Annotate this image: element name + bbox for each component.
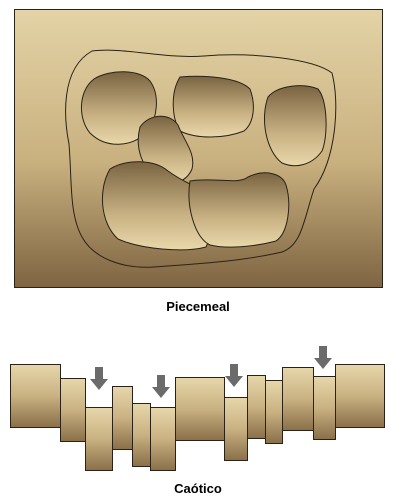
block-6 <box>151 408 176 471</box>
region-top-middle <box>173 76 253 137</box>
down-arrow-icon <box>314 346 332 369</box>
block-12 <box>314 377 336 440</box>
chaotic-diagram <box>0 340 396 477</box>
chaotic-caption: Caótico <box>0 481 396 496</box>
block-9 <box>248 376 266 439</box>
block-10 <box>266 381 283 444</box>
block-4 <box>113 387 133 450</box>
block-2 <box>61 379 86 442</box>
chaotic-blocks <box>11 365 385 471</box>
block-13 <box>336 365 385 428</box>
down-arrow-icon <box>90 367 108 390</box>
block-3 <box>86 408 113 471</box>
piecemeal-diagram <box>14 9 383 288</box>
region-bottom-right <box>189 173 289 247</box>
block-8 <box>225 398 248 461</box>
block-5 <box>133 404 151 467</box>
down-arrow-icon <box>225 364 243 387</box>
block-7 <box>176 378 225 441</box>
block-11 <box>283 368 314 431</box>
down-arrow-icon <box>152 375 170 398</box>
block-1 <box>11 365 61 428</box>
piecemeal-caption: Piecemeal <box>0 299 396 314</box>
region-right <box>264 86 326 166</box>
